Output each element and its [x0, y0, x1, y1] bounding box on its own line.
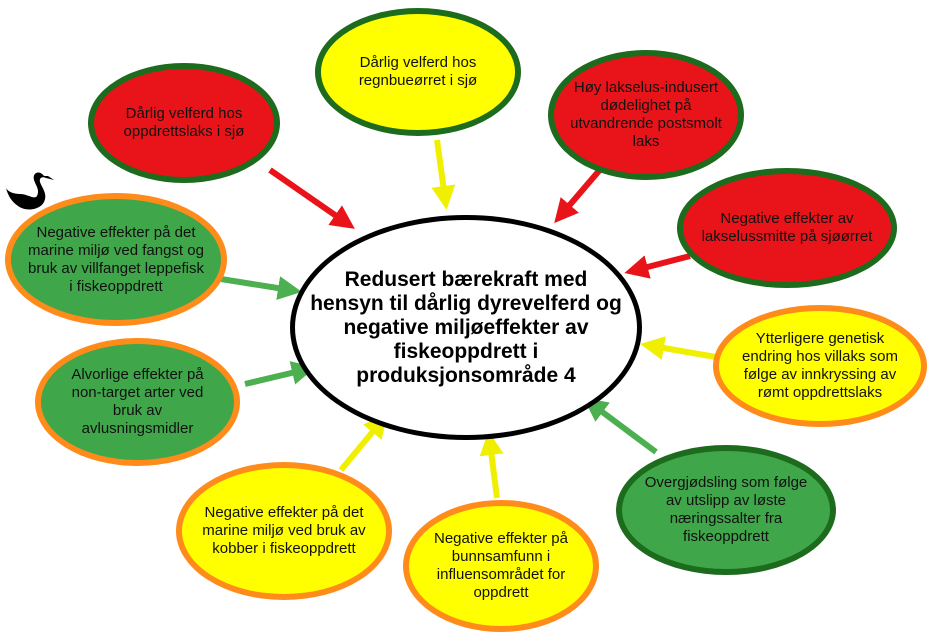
center-label: Redusert bærekraft med hensyn til dårlig…: [310, 267, 622, 387]
node-delousing-effects: Alvorlige effekter på non-target arter v…: [35, 338, 240, 466]
node-label: Negative effekter av lakselussmitte på s…: [701, 210, 873, 245]
node-label: Negative effekter på det marine miljø ve…: [202, 504, 366, 557]
node-wrasse-effects: Negative effekter på det marine miljø ve…: [5, 193, 227, 326]
node-lice-mortality: Høy lakselus-indusert dødelighet på utva…: [548, 50, 744, 180]
node-label: Dårlig velferd hos regnbueørret i sjø: [358, 54, 478, 89]
node-label: Negative effekter på det marine miljø ve…: [28, 223, 204, 295]
node-welfare-salmon: Dårlig velferd hos oppdrettslaks i sjø: [88, 63, 280, 183]
node-lice-sea-trout: Negative effekter av lakselussmitte på s…: [677, 168, 897, 288]
node-label: Ytterligere genetisk endring hos villaks…: [742, 330, 898, 401]
node-eutrophication: Overgjødsling som følge av utslipp av lø…: [616, 445, 836, 575]
arrow-n5: [640, 336, 717, 360]
arrow-n9: [244, 361, 316, 387]
arrow-n3: [554, 163, 607, 224]
node-seabed-effects: Negative effekter på bunnsamfunn i influ…: [403, 500, 599, 632]
arrow-n1: [268, 167, 355, 229]
node-genetic-change: Ytterligere genetisk endring hos villaks…: [713, 305, 927, 427]
node-label: Høy lakselus-indusert dødelighet på utva…: [570, 79, 722, 150]
arrow-n10: [220, 276, 302, 300]
node-welfare-trout: Dårlig velferd hos regnbueørret i sjø: [315, 8, 521, 136]
arrow-n6: [583, 397, 658, 455]
node-label: Overgjødsling som følge av utslipp av lø…: [644, 474, 808, 545]
black-swan-icon: [6, 172, 54, 210]
arrow-n7: [479, 431, 504, 499]
arrow-n8: [338, 413, 388, 472]
arrow-n4: [624, 253, 691, 279]
node-label: Dårlig velferd hos oppdrettslaks i sjø: [123, 105, 245, 140]
node-copper-effects: Negative effekter på det marine miljø ve…: [176, 462, 392, 600]
arrow-n2: [431, 139, 456, 210]
center-node: Redusert bærekraft med hensyn til dårlig…: [290, 215, 642, 440]
node-label: Alvorlige effekter på non-target arter v…: [71, 366, 204, 437]
node-label: Negative effekter på bunnsamfunn i influ…: [434, 530, 568, 601]
